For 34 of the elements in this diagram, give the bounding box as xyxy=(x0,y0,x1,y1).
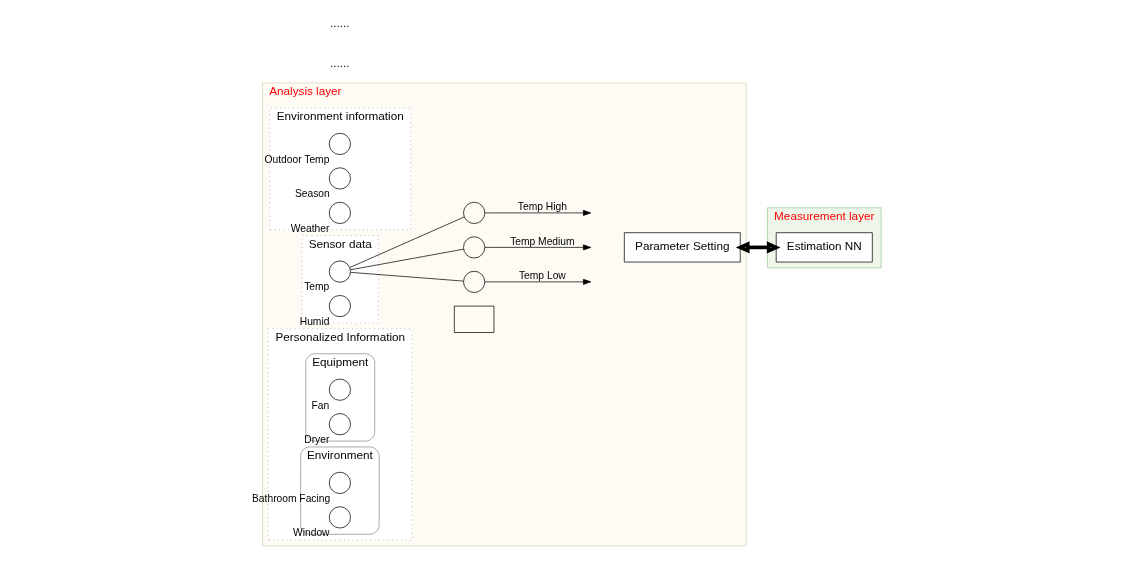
node-circle xyxy=(328,295,351,318)
node-circle xyxy=(463,236,486,259)
node-circle xyxy=(328,506,351,529)
node-circle xyxy=(328,132,351,155)
node-circle xyxy=(328,201,351,224)
node-label: Outdoor Temp xyxy=(264,153,330,165)
edge-label: Temp Low xyxy=(518,270,566,282)
node-label: Fan xyxy=(311,399,330,411)
connector xyxy=(350,248,464,271)
node-circle xyxy=(463,201,486,224)
node-circle xyxy=(328,413,351,436)
arrow xyxy=(484,244,592,251)
node-label: Temp xyxy=(304,281,330,293)
node-label: Window xyxy=(293,527,330,539)
arrow xyxy=(484,278,592,285)
node-label: Season xyxy=(294,188,330,200)
connector xyxy=(350,272,464,282)
node-circle xyxy=(328,167,351,190)
node-circle xyxy=(328,260,351,283)
node-box: Parameter Setting xyxy=(623,232,741,263)
node-circle xyxy=(463,270,486,293)
edge-label: Temp Medium xyxy=(510,235,575,247)
node-label: Weather xyxy=(290,222,330,234)
node-circle xyxy=(328,378,351,401)
arrow xyxy=(735,241,781,254)
node-box xyxy=(453,305,495,333)
edge-label: Temp High xyxy=(517,201,567,213)
node-circle xyxy=(328,471,351,494)
label: ...... xyxy=(330,16,350,30)
node-label: Humid xyxy=(299,315,330,327)
arrow xyxy=(484,209,592,216)
label: ...... xyxy=(330,55,350,69)
connector xyxy=(349,216,465,268)
node-box: Estimation NN xyxy=(775,232,873,263)
